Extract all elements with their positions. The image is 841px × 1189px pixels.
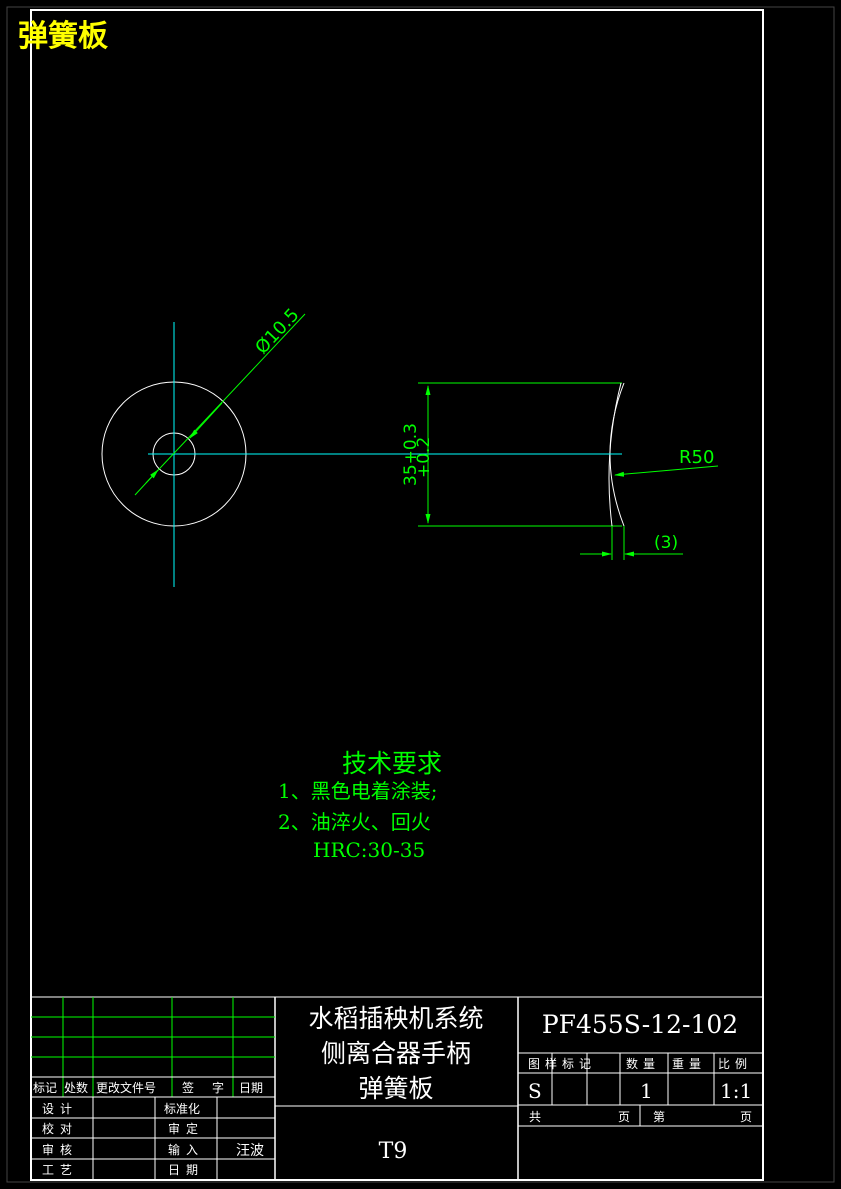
side-view: 35+0.3 +0.2 R50 (3) bbox=[401, 382, 719, 560]
info-headers: 图样标记 数量 重量 比例 bbox=[528, 1056, 752, 1071]
sign-row-label: 校对 bbox=[42, 1121, 78, 1136]
tech-line-2: 2、油淬火、回火 bbox=[278, 810, 431, 834]
sign-row-label: 审核 bbox=[42, 1142, 78, 1157]
tech-line-1: 1、黑色电着涂装; bbox=[278, 779, 437, 803]
signature-rows: 设计 标准化 校对 审定 审核 输入 汪波 工艺 日期 bbox=[42, 1102, 264, 1177]
total-label: 共 bbox=[529, 1110, 541, 1124]
info-header-qty: 数量 bbox=[626, 1056, 660, 1071]
sign-row-label2: 输入 bbox=[168, 1142, 204, 1157]
rev-header-doc: 更改文件号 bbox=[96, 1080, 156, 1095]
scale-value: 1:1 bbox=[720, 1079, 752, 1103]
height-tolerance: +0.2 bbox=[414, 437, 434, 478]
drawing-number: PF455S-12-102 bbox=[542, 1010, 738, 1039]
rev-header-mark: 标记 bbox=[33, 1081, 57, 1095]
info-header-scale: 比例 bbox=[718, 1057, 752, 1071]
diameter-arrow-1 bbox=[189, 402, 223, 439]
rev-header-date: 日期 bbox=[239, 1081, 263, 1095]
radius-label: R50 bbox=[679, 447, 714, 468]
part-name: 水稻插秧机系统 侧离合器手柄 弹簧板 bbox=[308, 1004, 483, 1103]
sign-row-value: 汪波 bbox=[236, 1143, 264, 1159]
material-label: T9 bbox=[379, 1139, 408, 1164]
sign-row-label2: 审定 bbox=[168, 1121, 204, 1136]
info-header-weight: 重量 bbox=[672, 1057, 706, 1071]
rev-header-sign-2: 字 bbox=[212, 1080, 224, 1095]
sign-row-label: 工艺 bbox=[42, 1163, 78, 1177]
tech-heading: 技术要求 bbox=[342, 749, 442, 778]
height-label: 35+0.3 bbox=[401, 423, 421, 486]
revision-headers: 标记 处数 更改文件号 签 字 日期 bbox=[33, 1080, 263, 1095]
qty-value: 1 bbox=[640, 1079, 653, 1103]
no-label: 第 bbox=[653, 1110, 665, 1124]
outer-frame bbox=[6, 6, 835, 1183]
rev-header-count: 处数 bbox=[64, 1080, 88, 1095]
part-name-line-2: 侧离合器手柄 bbox=[321, 1039, 471, 1068]
page-info: 共 页 第 页 bbox=[529, 1110, 752, 1124]
part-name-line-3: 弹簧板 bbox=[358, 1074, 433, 1103]
page-label-2: 页 bbox=[740, 1110, 752, 1124]
tech-line-3: HRC:30-35 bbox=[313, 838, 425, 862]
info-header-mark: 图样标记 bbox=[528, 1056, 596, 1071]
radius-leader bbox=[614, 465, 719, 477]
diameter-arrow-2 bbox=[134, 469, 159, 496]
diameter-label: Ø10.5 bbox=[251, 304, 303, 358]
front-view: Ø10.5 bbox=[101, 304, 440, 587]
sign-row-label: 设计 bbox=[42, 1102, 78, 1116]
tech-requirements: 技术要求 1、黑色电着涂装; 2、油淬火、回火 HRC:30-35 bbox=[278, 749, 442, 862]
inner-frame bbox=[30, 9, 764, 1181]
drawing-title: 弹簧板 bbox=[18, 19, 108, 54]
thickness-label: (3) bbox=[654, 533, 678, 553]
sign-row-label2: 标准化 bbox=[164, 1102, 200, 1116]
part-name-line-1: 水稻插秧机系统 bbox=[308, 1004, 483, 1033]
title-block bbox=[31, 996, 763, 1180]
diameter-leader bbox=[145, 313, 306, 484]
rev-header-sign-1: 签 bbox=[182, 1080, 194, 1095]
sign-row-label2: 日期 bbox=[168, 1163, 204, 1177]
mark-value: S bbox=[528, 1079, 542, 1103]
page-label: 页 bbox=[618, 1110, 630, 1124]
